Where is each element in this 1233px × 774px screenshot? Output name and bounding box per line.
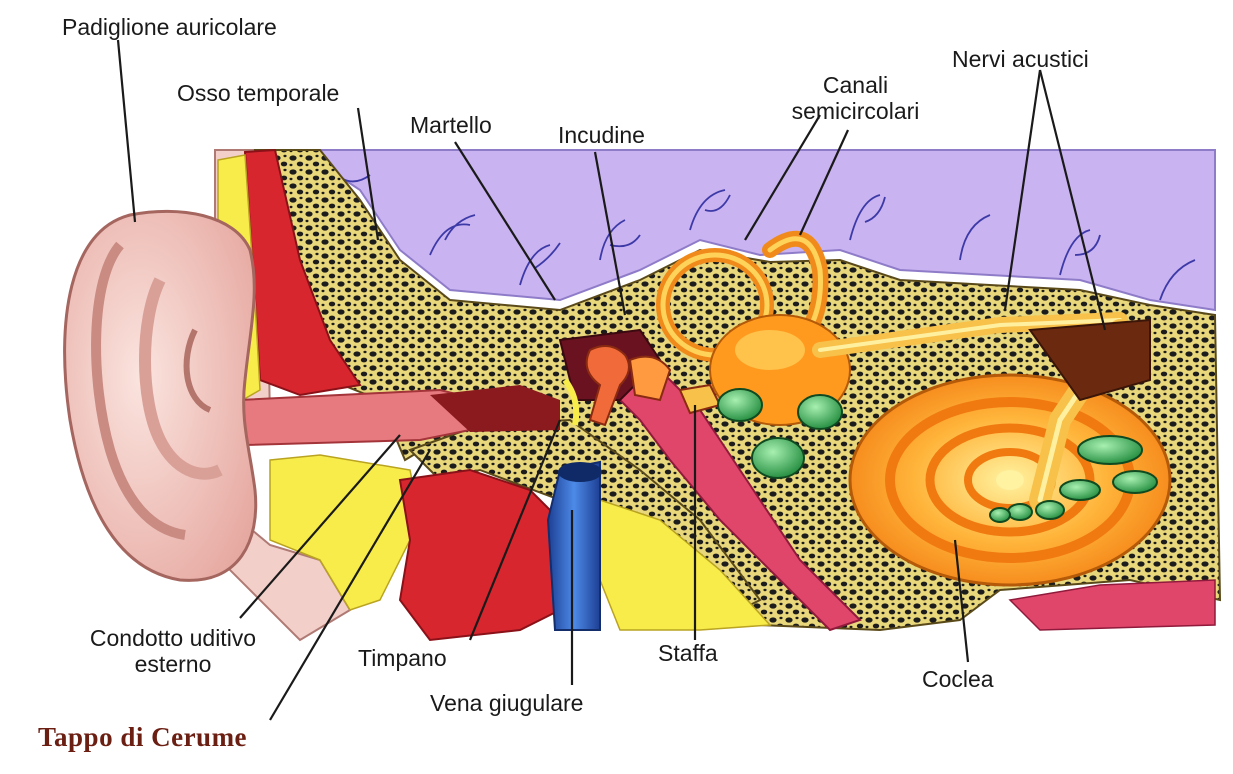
label-osso-temporale: Osso temporale: [177, 80, 339, 106]
jugular-vein: [548, 462, 600, 630]
label-condotto-uditivo-esterno: Condotto uditivo esterno: [38, 625, 308, 677]
label-vena-giugulare: Vena giugulare: [430, 690, 583, 716]
label-nervi-acustici: Nervi acustici: [952, 46, 1089, 72]
label-staffa: Staffa: [658, 640, 718, 666]
label-condotto-line2: esterno: [38, 651, 308, 677]
label-canali-line2: semicircolari: [748, 98, 963, 124]
label-incudine: Incudine: [558, 122, 645, 148]
label-padiglione-auricolare: Padiglione auricolare: [62, 14, 277, 40]
label-timpano: Timpano: [358, 645, 447, 671]
label-coclea: Coclea: [922, 666, 994, 692]
caption-title: Tappo di Cerume: [38, 722, 247, 753]
label-canali-semicircolari: Canali semicircolari: [748, 72, 963, 124]
auricle: [65, 211, 256, 580]
label-martello: Martello: [410, 112, 492, 138]
label-condotto-line1: Condotto uditivo: [38, 625, 308, 651]
label-canali-line1: Canali: [748, 72, 963, 98]
